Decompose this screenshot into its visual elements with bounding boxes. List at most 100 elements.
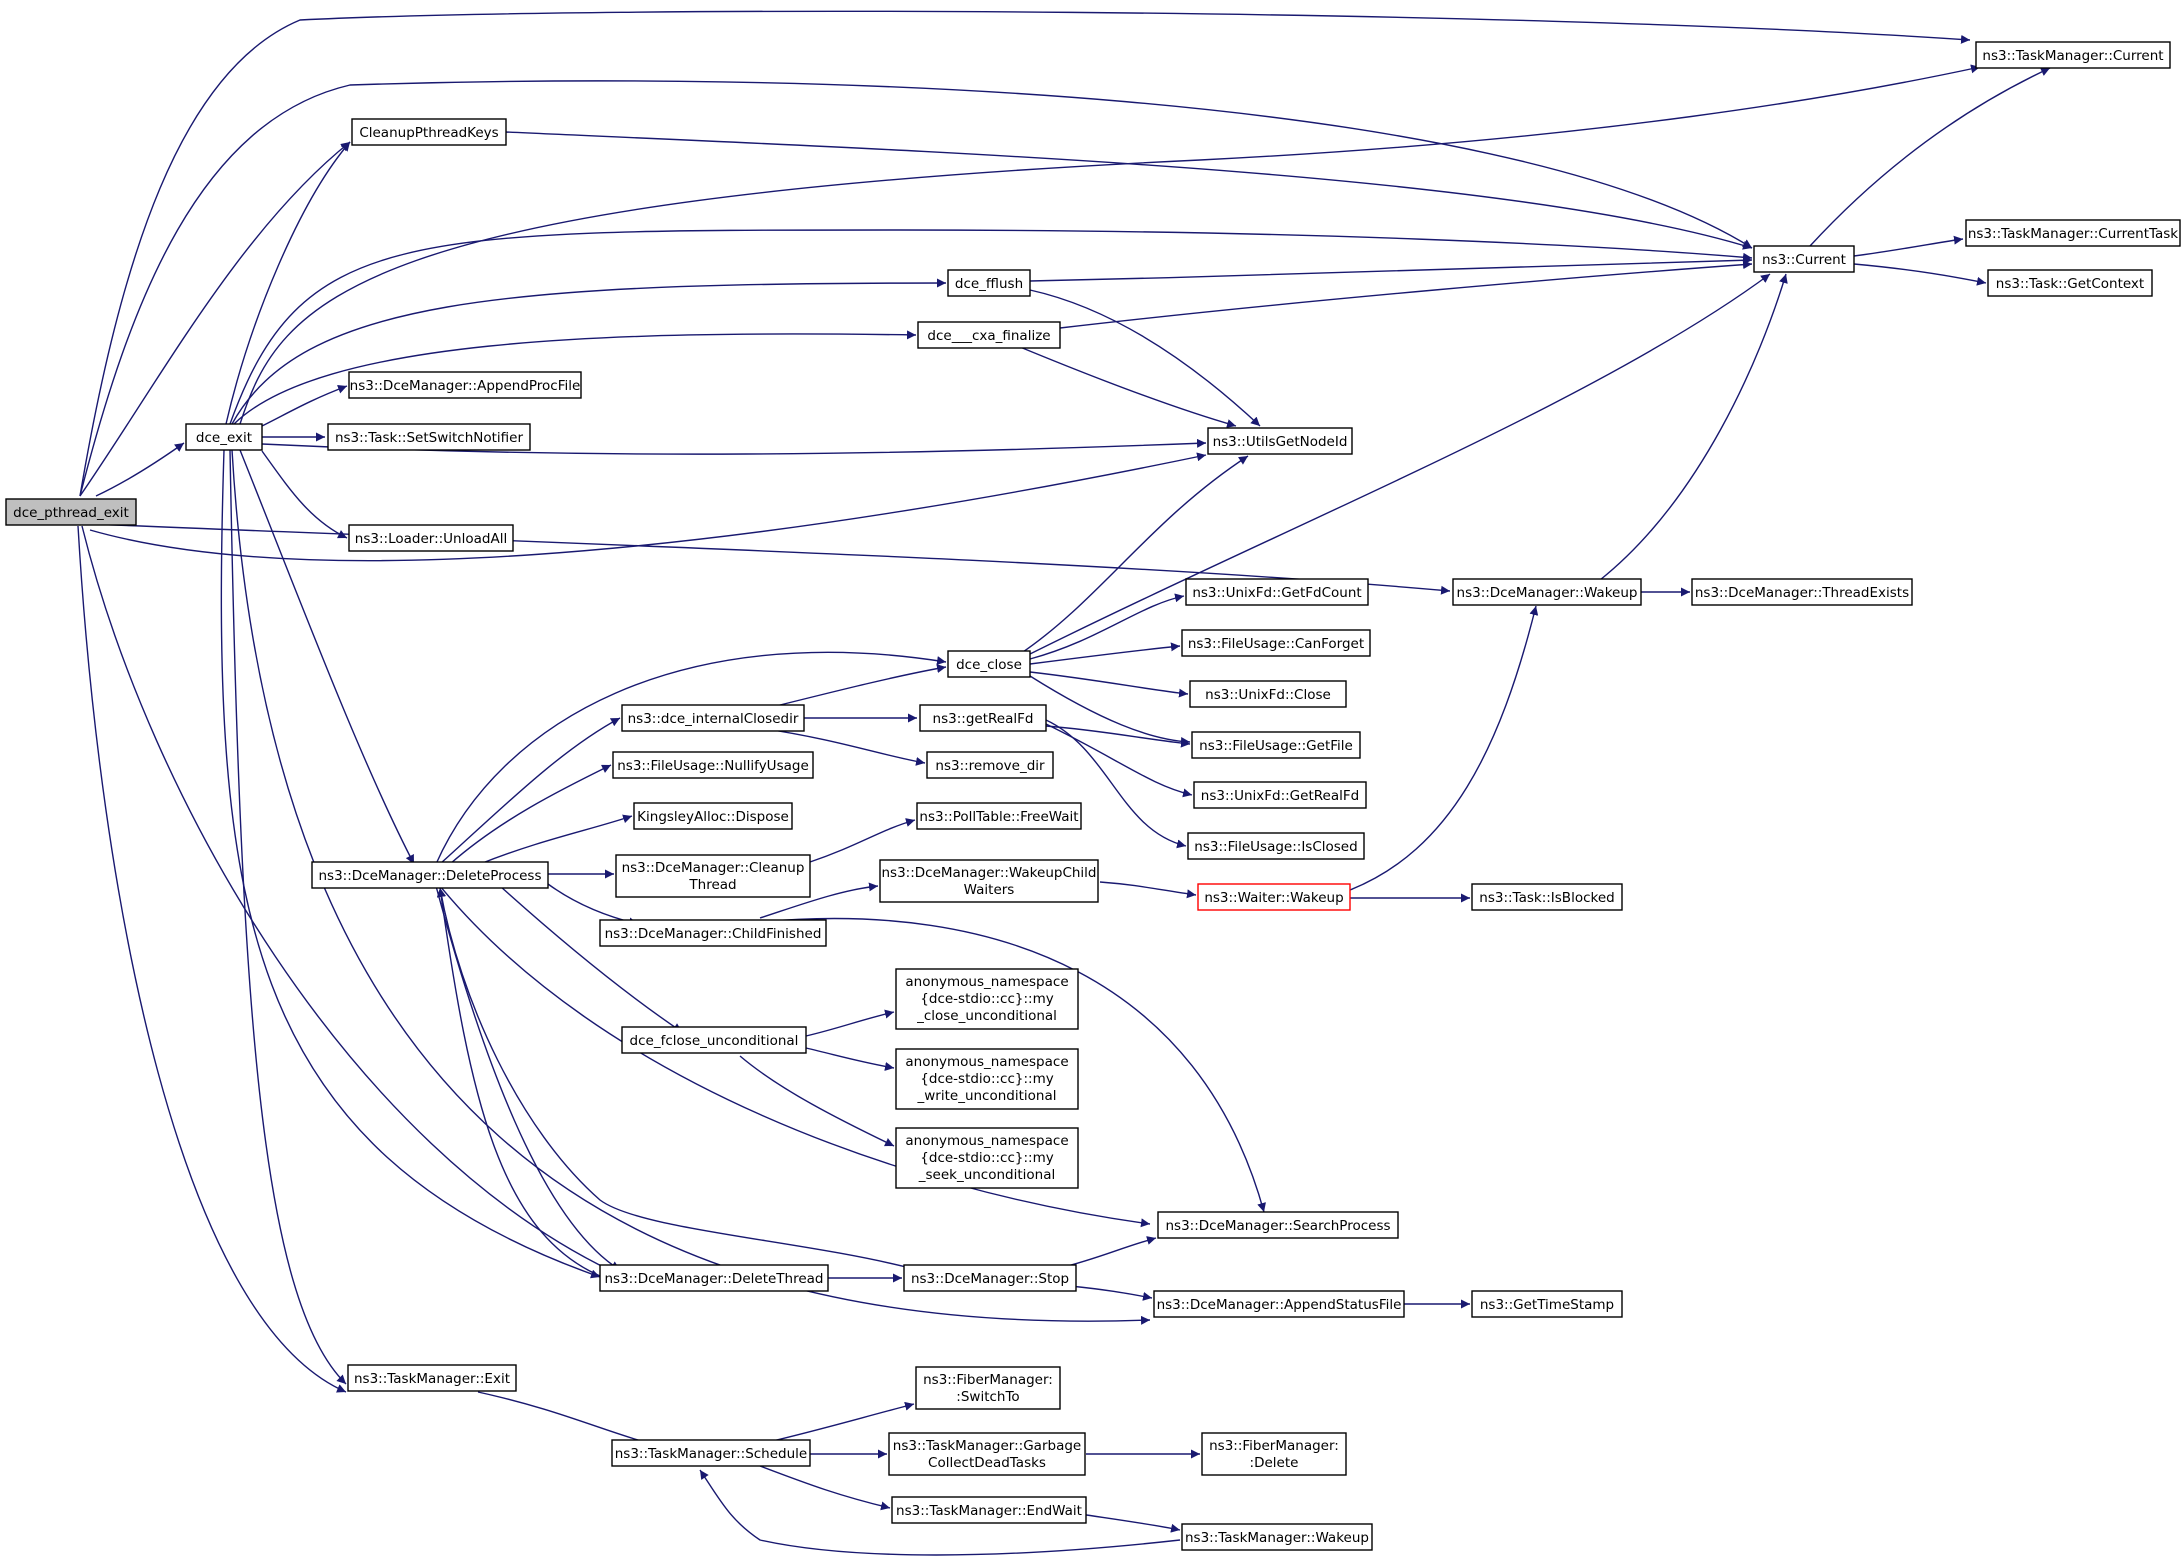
node-loader-unload-all[interactable]: ns3::Loader::UnloadAll	[348, 524, 514, 552]
node-search-process[interactable]: ns3::DceManager::SearchProcess	[1157, 1211, 1399, 1239]
node-label: ns3::DceManager::WakeupChild	[881, 865, 1096, 881]
node-dce-fclose-unconditional[interactable]: dce_fclose_unconditional	[621, 1026, 807, 1054]
node-dce-close[interactable]: dce_close	[947, 650, 1031, 678]
node-child-finished[interactable]: ns3::DceManager::ChildFinished	[599, 919, 827, 947]
edge-stop-to-append-status-file	[1069, 1285, 1153, 1301]
node-label: ns3::getRealFd	[933, 711, 1034, 727]
node-my-close-unconditional[interactable]: anonymous_namespace{dce-stdio::cc}::my_c…	[895, 968, 1079, 1030]
edge-schedule-to-end-wait	[759, 1465, 891, 1511]
node-task-get-context[interactable]: ns3::Task::GetContext	[1987, 269, 2153, 297]
node-unixfd-close[interactable]: ns3::UnixFd::Close	[1189, 680, 1347, 708]
node-task-is-blocked[interactable]: ns3::Task::IsBlocked	[1471, 883, 1623, 911]
node-label: ns3::TaskManager::Schedule	[615, 1446, 807, 1462]
node-tm-current-task[interactable]: ns3::TaskManager::CurrentTask	[1965, 219, 2181, 247]
node-dce-exit[interactable]: dce_exit	[185, 423, 263, 451]
node-label: Thread	[688, 877, 736, 893]
edge-waiter-wakeup-to-dm-wakeup	[1349, 605, 1539, 891]
node-label: anonymous_namespace	[905, 1133, 1068, 1149]
node-fiber-switch-to[interactable]: ns3::FiberManager::SwitchTo	[915, 1366, 1061, 1410]
node-label: {dce-stdio::cc}::my	[920, 1071, 1053, 1087]
node-label: ns3::Current	[1762, 252, 1846, 268]
node-append-proc-file[interactable]: ns3::DceManager::AppendProcFile	[348, 371, 582, 399]
edge-ns3-current-to-current-task	[1853, 235, 1964, 257]
node-label: ns3::dce_internalClosedir	[628, 711, 799, 727]
node-cleanup-pthread-keys[interactable]: CleanupPthreadKeys	[351, 118, 507, 146]
node-label: _seek_unconditional	[918, 1167, 1056, 1183]
edge-stop-to-search-process	[1059, 1236, 1157, 1269]
node-label: ns3::TaskManager::CurrentTask	[1968, 226, 2178, 242]
node-tm-end-wait[interactable]: ns3::TaskManager::EndWait	[891, 1496, 1087, 1524]
edge-dce-exit-to-delete-process	[239, 449, 415, 865]
edge-get-real-fd-to-is-closed	[1045, 719, 1187, 849]
node-kingsley-dispose[interactable]: KingsleyAlloc::Dispose	[633, 802, 793, 830]
node-dce-pthread-exit[interactable]: dce_pthread_exit	[5, 498, 137, 526]
node-my-write-unconditional[interactable]: anonymous_namespace{dce-stdio::cc}::my_w…	[895, 1048, 1079, 1110]
node-label: ns3::GetTimeStamp	[1480, 1297, 1614, 1313]
node-tm-garbage-collect[interactable]: ns3::TaskManager::GarbageCollectDeadTask…	[888, 1432, 1086, 1476]
node-label: dce___cxa_finalize	[927, 328, 1050, 344]
node-label: ns3::TaskManager::Exit	[354, 1371, 510, 1387]
edge-ns3-current-to-tm-current	[1809, 67, 2051, 247]
node-remove-dir[interactable]: ns3::remove_dir	[926, 751, 1054, 779]
node-label: ns3::UnixFd::GetRealFd	[1201, 788, 1359, 804]
node-label: ns3::FiberManager:	[1209, 1438, 1339, 1454]
node-append-status-file[interactable]: ns3::DceManager::AppendStatusFile	[1153, 1290, 1405, 1318]
node-delete-thread[interactable]: ns3::DceManager::DeleteThread	[599, 1264, 829, 1292]
node-label: ns3::remove_dir	[935, 758, 1045, 774]
edge-pthread-exit-to-ns3-current	[79, 80, 1753, 497]
node-get-real-fd[interactable]: ns3::getRealFd	[919, 704, 1047, 732]
edge-cxa-finalize-to-ns3-current	[1059, 260, 1753, 329]
node-dm-stop[interactable]: ns3::DceManager::Stop	[903, 1264, 1077, 1292]
node-label: ns3::FiberManager:	[923, 1372, 1053, 1388]
node-set-switch-notifier[interactable]: ns3::Task::SetSwitchNotifier	[327, 423, 531, 451]
node-unixfd-get-real-fd[interactable]: ns3::UnixFd::GetRealFd	[1193, 781, 1367, 809]
node-tm-current[interactable]: ns3::TaskManager::Current	[1975, 41, 2171, 69]
edge-dce-exit-to-ns3-current	[229, 229, 1753, 425]
node-label: ns3::DceManager::Wakeup	[1457, 585, 1638, 601]
node-dm-wakeup[interactable]: ns3::DceManager::Wakeup	[1452, 578, 1642, 606]
node-unixfd-get-fd-count[interactable]: ns3::UnixFd::GetFdCount	[1185, 578, 1369, 606]
node-file-usage-can-forget[interactable]: ns3::FileUsage::CanForget	[1181, 629, 1371, 657]
node-label: ns3::DceManager::ChildFinished	[605, 926, 822, 942]
node-utils-get-node-id[interactable]: ns3::UtilsGetNodeId	[1207, 427, 1353, 455]
node-file-usage-is-closed[interactable]: ns3::FileUsage::IsClosed	[1187, 832, 1365, 860]
node-fiber-delete[interactable]: ns3::FiberManager::Delete	[1201, 1432, 1347, 1476]
edge-dce-exit-to-cxa-finalize	[233, 330, 917, 425]
node-thread-exists[interactable]: ns3::DceManager::ThreadExists	[1691, 578, 1913, 606]
edge-delete-process-to-fclose-uncond	[499, 885, 683, 1033]
node-dce-internal-closedir[interactable]: ns3::dce_internalClosedir	[621, 704, 805, 732]
node-label: :SwitchTo	[956, 1389, 1019, 1405]
node-dce-cxa-finalize[interactable]: dce___cxa_finalize	[917, 321, 1061, 349]
node-label: ns3::PollTable::FreeWait	[919, 809, 1078, 825]
node-label: ns3::DceManager::AppendProcFile	[350, 378, 581, 394]
node-tm-exit[interactable]: ns3::TaskManager::Exit	[347, 1364, 517, 1392]
edge-tm-wakeup-to-schedule	[699, 1469, 1181, 1556]
edge-dce-close-to-ns3-current	[1029, 273, 1771, 655]
edge-dm-wakeup-to-ns3-current	[1599, 273, 1788, 581]
node-label: dce_fclose_unconditional	[630, 1033, 799, 1049]
node-file-usage-get-file[interactable]: ns3::FileUsage::GetFile	[1191, 731, 1361, 759]
node-poll-table-free-wait[interactable]: ns3::PollTable::FreeWait	[916, 802, 1082, 830]
node-dce-fflush[interactable]: dce_fflush	[947, 269, 1031, 297]
node-get-time-stamp[interactable]: ns3::GetTimeStamp	[1471, 1290, 1623, 1318]
node-label: ns3::DceManager::Cleanup	[622, 860, 805, 876]
node-delete-process[interactable]: ns3::DceManager::DeleteProcess	[311, 861, 549, 889]
node-tm-wakeup[interactable]: ns3::TaskManager::Wakeup	[1181, 1523, 1373, 1551]
node-ns3-current[interactable]: ns3::Current	[1753, 245, 1855, 273]
edge-dce-close-to-unixfd-close	[1029, 671, 1189, 698]
node-label: ns3::UtilsGetNodeId	[1213, 434, 1348, 450]
edge-pthread-exit-to-tm-exit	[77, 525, 347, 1393]
node-waiter-wakeup[interactable]: ns3::Waiter::Wakeup	[1197, 883, 1351, 911]
edge-pthread-exit-to-dce-exit	[95, 442, 185, 497]
node-label: ns3::UnixFd::Close	[1205, 687, 1331, 703]
node-my-seek-unconditional[interactable]: anonymous_namespace{dce-stdio::cc}::my_s…	[895, 1127, 1079, 1189]
node-file-usage-nullify[interactable]: ns3::FileUsage::NullifyUsage	[612, 751, 814, 779]
node-label: ns3::TaskManager::Garbage	[893, 1438, 1081, 1454]
edge-stop-to-delete-process	[437, 887, 911, 1269]
node-tm-schedule[interactable]: ns3::TaskManager::Schedule	[611, 1439, 811, 1467]
node-label: ns3::FileUsage::IsClosed	[1194, 839, 1357, 855]
edge-ns3-current-to-get-context	[1853, 263, 1987, 286]
edge-dce-close-to-fd-count	[1029, 593, 1185, 660]
